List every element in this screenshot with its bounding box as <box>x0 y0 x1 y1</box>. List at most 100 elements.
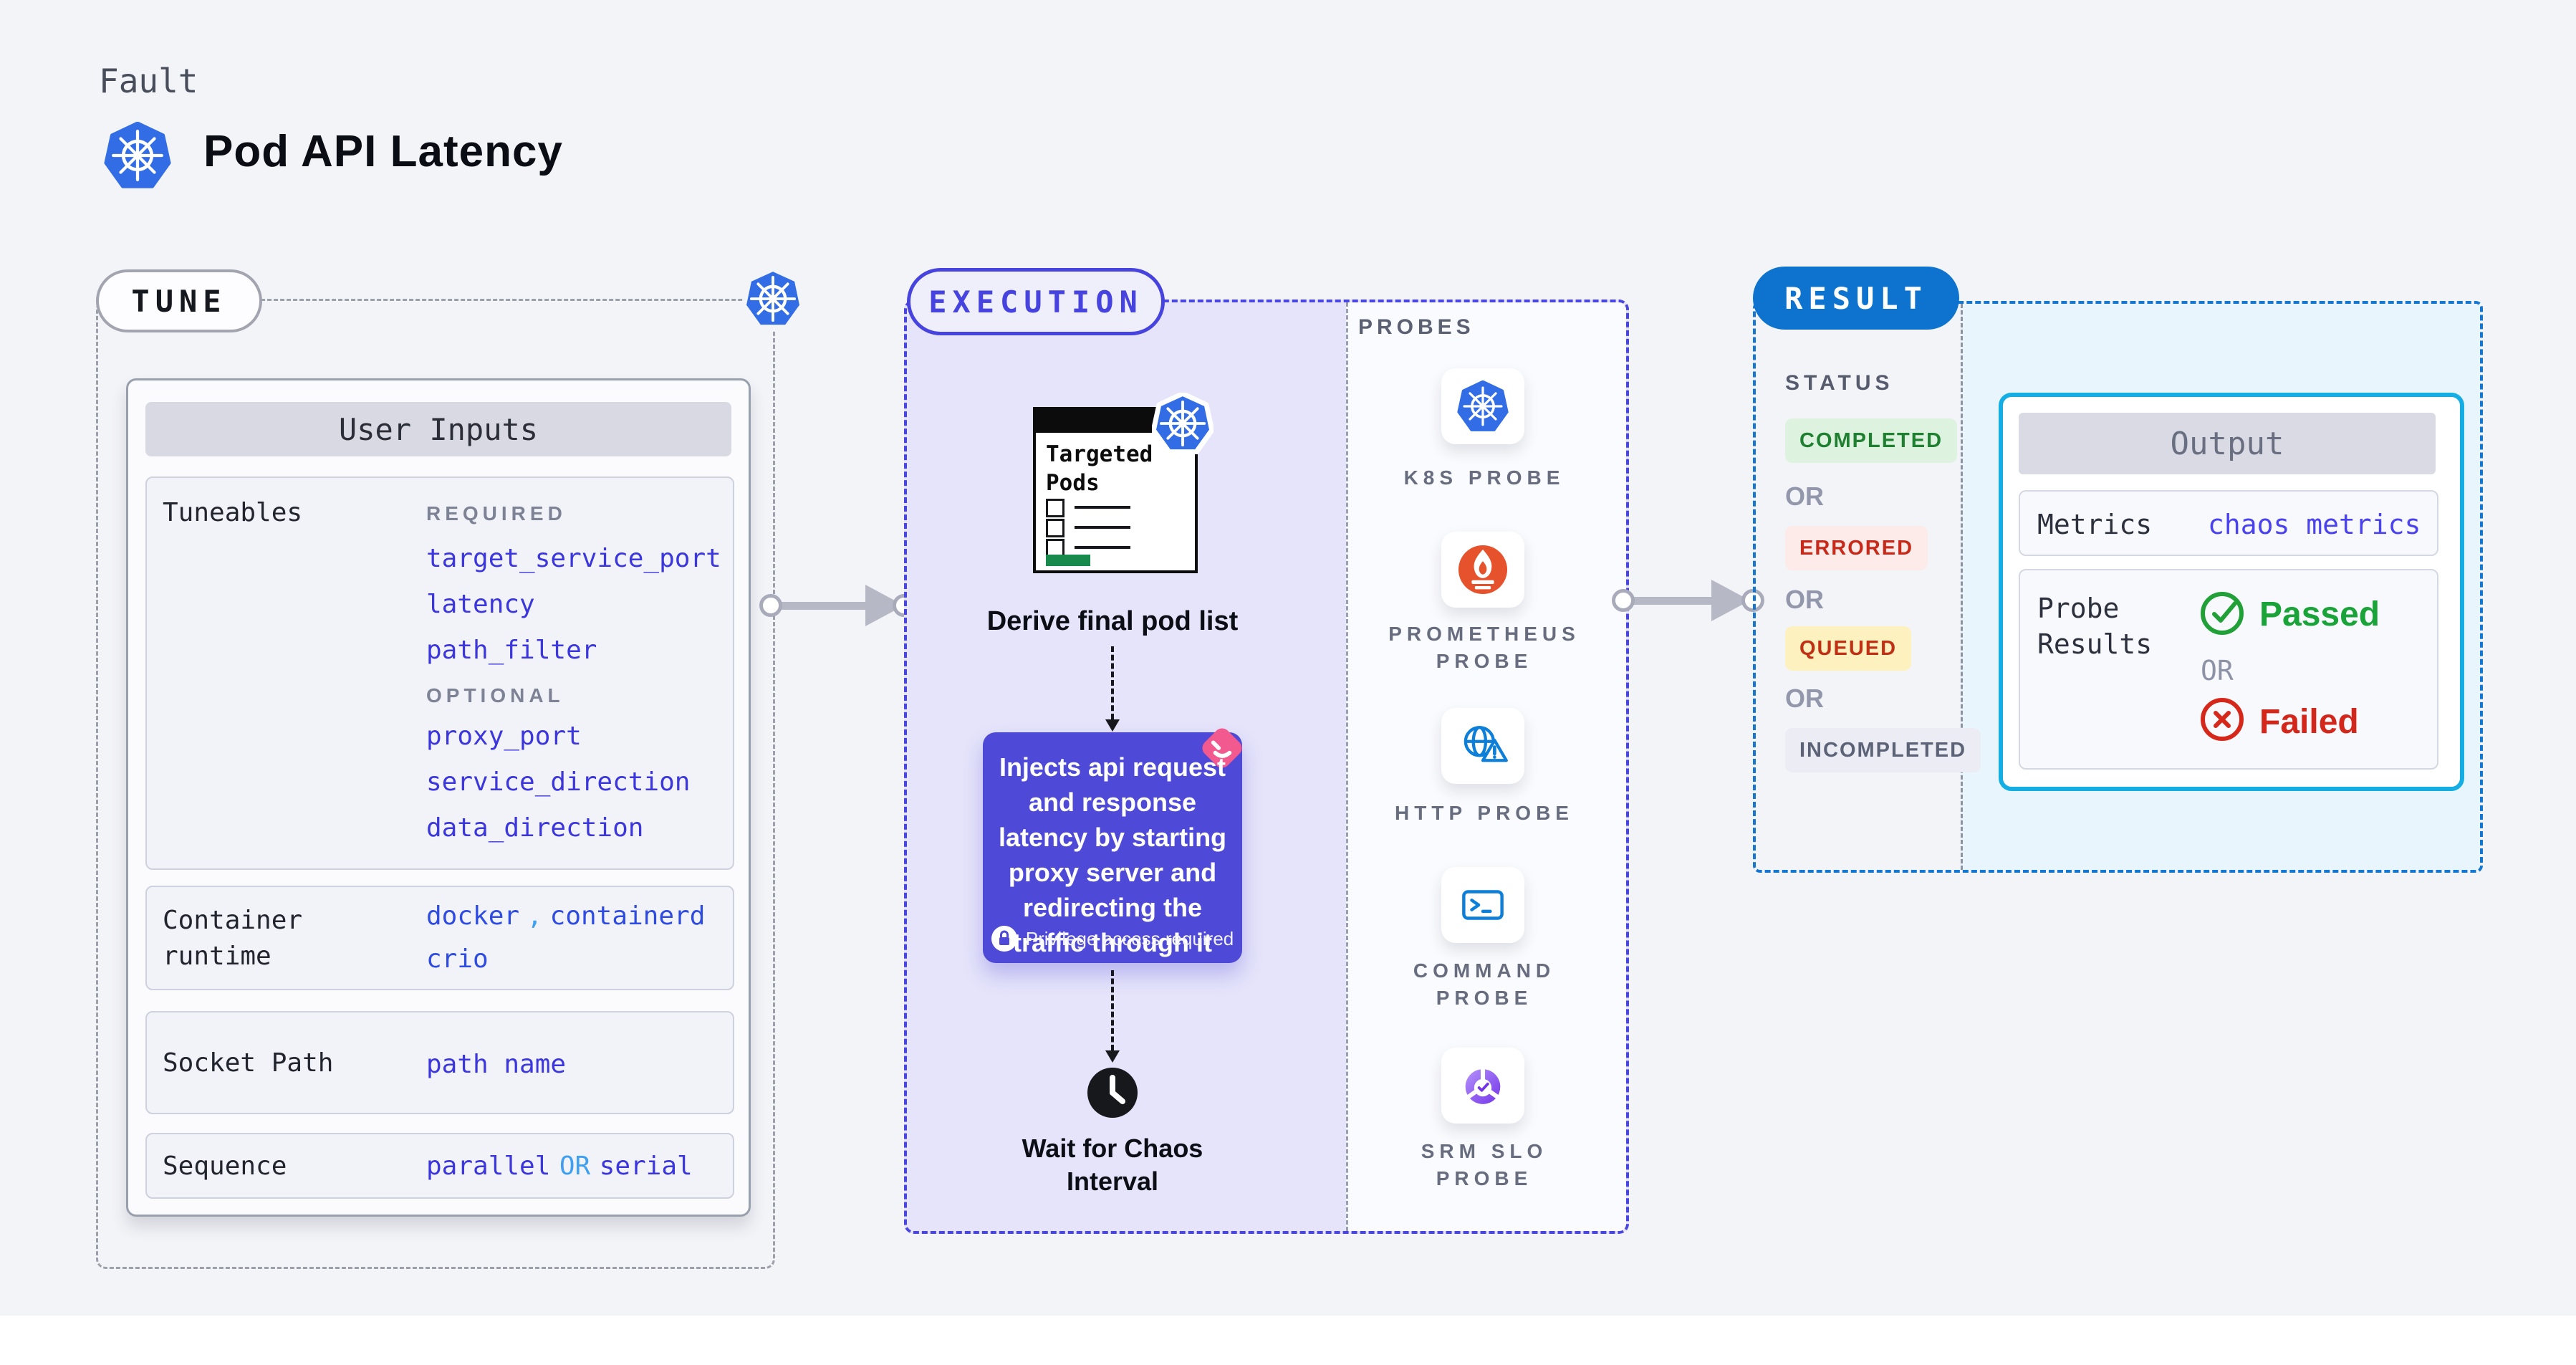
probe-label-k8s: K8S PROBE <box>1403 466 1565 489</box>
probe-label-command: COMMAND PROBE <box>1413 959 1556 1009</box>
flow-arrow-tune-to-execution <box>759 573 915 639</box>
param-path-filter: path_filter <box>426 636 597 665</box>
probes-title: PROBES <box>1358 315 1475 339</box>
runtime-containerd: containerd <box>549 901 706 931</box>
probe-card-http <box>1441 708 1524 784</box>
probe-label-prometheus: PROMETHEUS PROBE <box>1388 623 1580 672</box>
dotted-arrow-head <box>1105 719 1120 732</box>
arrow-shaft <box>778 602 868 610</box>
wait-chaos-label: Wait for Chaos Interval <box>1022 1134 1203 1196</box>
optional-label: OPTIONAL <box>426 684 564 707</box>
tuneables-label: Tuneables <box>163 498 303 527</box>
status-or: OR <box>1785 585 1824 614</box>
container-runtime-values-line1: docker , containerd <box>426 901 705 931</box>
sequence-parallel: parallel <box>426 1151 551 1181</box>
param-service-direction: service_direction <box>426 767 691 797</box>
output-box: Output Metrics chaos metrics Probe Resul… <box>1999 393 2464 791</box>
socket-path-value: path name <box>426 1050 567 1079</box>
required-label: REQUIRED <box>426 502 567 525</box>
status-badge-errored: ERRORED <box>1785 526 1928 570</box>
dotted-arrow <box>1111 970 1114 1050</box>
metrics-value: chaos metrics <box>2208 509 2421 540</box>
probe-label-http: HTTP PROBE <box>1395 802 1574 824</box>
page-title: Pod API Latency <box>203 127 563 176</box>
probe-card-srm-slo <box>1441 1048 1524 1124</box>
privilege-note: Privilege access required <box>1025 927 1234 949</box>
user-inputs-card: User Inputs Tuneables REQUIRED target_se… <box>126 378 751 1217</box>
status-badge-queued: QUEUED <box>1785 626 1912 671</box>
derive-pod-list-label: Derive final pod list <box>986 606 1239 636</box>
param-latency: latency <box>426 590 535 619</box>
connector-dot <box>759 594 782 617</box>
inject-note-box: Injects api request and response latency… <box>983 728 1242 963</box>
status-badge-completed: COMPLETED <box>1785 418 1958 463</box>
dotted-arrow-head <box>1105 1050 1120 1063</box>
inject-note-text: Injects api request and response latency… <box>998 752 1227 957</box>
probe-or-label: OR <box>2201 655 2234 686</box>
status-title: STATUS <box>1785 371 1894 395</box>
tune-pill-label: TUNE <box>131 283 227 319</box>
output-title: Output <box>2170 425 2284 462</box>
dotted-arrow <box>1111 646 1114 719</box>
output-header: Output <box>2019 413 2436 474</box>
pod-list-row <box>1046 499 1130 521</box>
result-pill-label: RESULT <box>1784 280 1928 316</box>
result-pill: RESULT <box>1753 267 1959 330</box>
page-bottom-strip <box>0 1316 2576 1365</box>
targeted-pods-title: Targeted Pods <box>1046 441 1153 496</box>
progress-bar <box>1046 555 1090 566</box>
kubernetes-badge-icon <box>1152 393 1213 454</box>
privilege-row: Privilege access required <box>983 926 1242 952</box>
param-target-service-port: target_service_port <box>426 544 721 573</box>
sequence-label: Sequence <box>163 1151 287 1181</box>
failed-x-icon <box>2201 698 2244 741</box>
param-proxy-port: proxy_port <box>426 722 582 751</box>
arrow-shaft <box>1630 597 1714 605</box>
chaos-fault-icon <box>1202 728 1242 768</box>
failed-label: Failed <box>2259 703 2359 741</box>
targeted-pods-card: Targeted Pods <box>1033 407 1198 573</box>
sequence-or: OR <box>559 1151 591 1181</box>
k8s-probe-icon <box>1457 380 1509 431</box>
probe-card-k8s <box>1441 368 1524 444</box>
probe-results-label: Probe Results <box>2037 593 2153 660</box>
runtime-crio: crio <box>426 944 489 974</box>
kubernetes-corner-icon <box>742 268 804 330</box>
fault-kicker: Fault <box>99 62 198 100</box>
tuneables-box: Tuneables REQUIRED target_service_port l… <box>145 476 734 870</box>
pod-list-row <box>1046 519 1130 541</box>
status-or: OR <box>1785 482 1824 511</box>
sequence-value: parallel OR serial <box>426 1151 693 1181</box>
container-runtime-label: Container runtime <box>163 906 303 971</box>
kubernetes-logo-icon <box>104 122 171 188</box>
command-probe-icon <box>1462 890 1504 920</box>
srm-slo-probe-icon <box>1465 1066 1501 1104</box>
http-probe-icon <box>1464 726 1508 762</box>
passed-label: Passed <box>2259 595 2380 633</box>
sequence-serial: serial <box>599 1151 693 1181</box>
socket-path-box: Socket Path path name <box>145 1011 734 1114</box>
runtime-docker: docker <box>426 901 520 931</box>
status-badge-incompleted: INCOMPLETED <box>1785 728 1981 772</box>
runtime-separator: , <box>527 901 543 931</box>
lock-icon <box>991 926 1017 952</box>
execution-pill-label: EXECUTION <box>928 284 1143 320</box>
status-or: OR <box>1785 684 1824 713</box>
execution-pill: EXECUTION <box>907 268 1165 335</box>
user-inputs-header: User Inputs <box>145 402 731 456</box>
flow-arrow-execution-to-result <box>1612 568 1764 634</box>
tune-pill: TUNE <box>96 269 262 332</box>
passed-check-icon <box>2201 592 2244 635</box>
metrics-label: Metrics <box>2037 509 2153 540</box>
prometheus-probe-icon <box>1458 545 1508 595</box>
socket-path-label: Socket Path <box>163 1048 334 1078</box>
container-runtime-box: Container runtime docker , containerd cr… <box>145 886 734 990</box>
probe-card-prometheus <box>1441 532 1524 608</box>
probe-label-srm-slo: SRM SLO PROBE <box>1421 1140 1548 1189</box>
user-inputs-title: User Inputs <box>338 411 539 447</box>
metrics-row: Metrics chaos metrics <box>2019 490 2438 556</box>
tune-section <box>96 299 775 1269</box>
param-data-direction: data_direction <box>426 813 644 843</box>
sequence-box: Sequence parallel OR serial <box>145 1133 734 1199</box>
connector-dot <box>1612 589 1635 612</box>
